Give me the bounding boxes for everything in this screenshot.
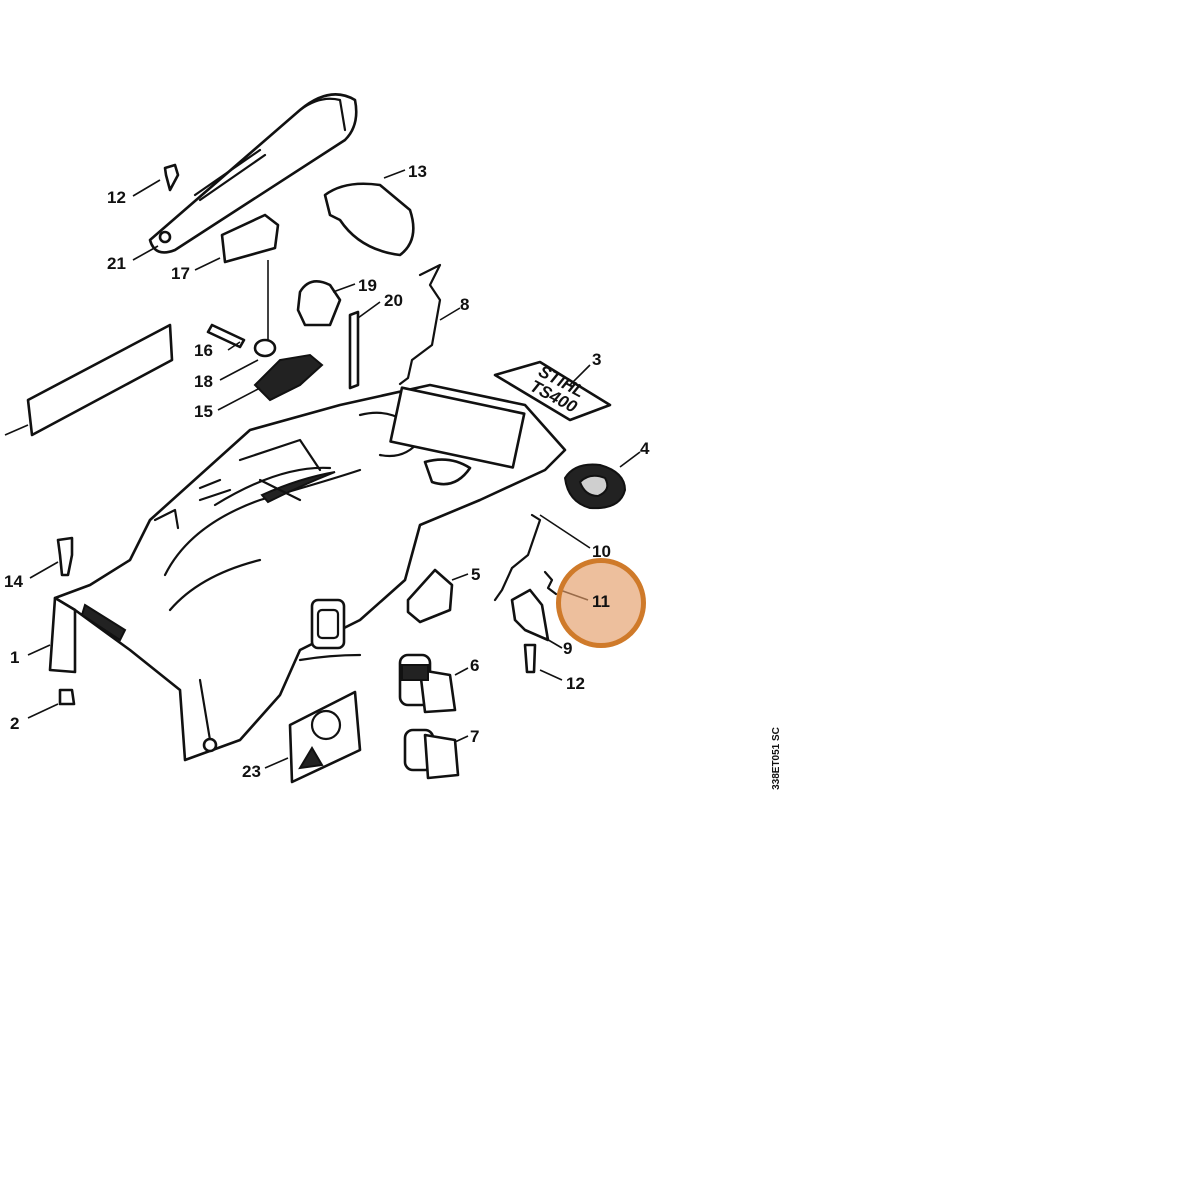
label-8: 8: [460, 295, 470, 314]
filter-part-2: [403, 728, 460, 780]
small-spring: [543, 570, 558, 596]
bracket-part: [510, 588, 550, 642]
label-5: 5: [471, 565, 481, 584]
label-2: 2: [10, 714, 20, 733]
block-part: [406, 568, 454, 624]
spring-part: [398, 263, 442, 386]
housing-part: [48, 383, 567, 762]
label-14: 14: [4, 572, 23, 591]
label-15: 15: [194, 402, 213, 421]
cover-part: [323, 182, 415, 257]
filter-part: [398, 653, 457, 714]
label-9: 9: [563, 639, 573, 658]
wire-spring: [493, 513, 542, 602]
label-12-top: 12: [107, 188, 126, 207]
label-23: 23: [242, 762, 261, 781]
label-21: 21: [107, 254, 126, 273]
label-17: 17: [171, 264, 190, 283]
spring-ring-part: [253, 338, 277, 358]
highlight-circle: [556, 558, 646, 648]
label-18: 18: [194, 372, 213, 391]
pin-part: [206, 323, 246, 349]
label-7: 7: [470, 727, 480, 746]
leader-lines: [4, 169, 641, 769]
label-13: 13: [408, 162, 427, 181]
screw-part-top: [163, 163, 180, 192]
bolt-part: [56, 536, 74, 577]
label-11: 11: [592, 592, 610, 611]
handle-part: [148, 93, 358, 254]
label-3: 3: [592, 350, 602, 369]
label-1: 1: [10, 648, 20, 667]
name-plate: [493, 360, 612, 422]
label-20: 20: [384, 291, 403, 310]
nut-part: [58, 688, 76, 706]
label-10: 10: [592, 542, 611, 561]
label-16: 16: [194, 341, 213, 360]
label-6: 6: [470, 656, 480, 675]
lever-part: [220, 213, 280, 264]
trigger-part: [296, 280, 342, 327]
drawing-code: 338ET051 SC: [770, 727, 782, 790]
decal-left: [26, 323, 174, 437]
trigger-block-part: [253, 353, 324, 402]
label-12-bottom: 12: [566, 674, 585, 693]
label-19: 19: [358, 276, 377, 295]
screw-part-bottom: [523, 643, 537, 674]
rod-part: [348, 310, 360, 390]
warning-label: [288, 690, 362, 784]
label-4: 4: [640, 439, 650, 458]
